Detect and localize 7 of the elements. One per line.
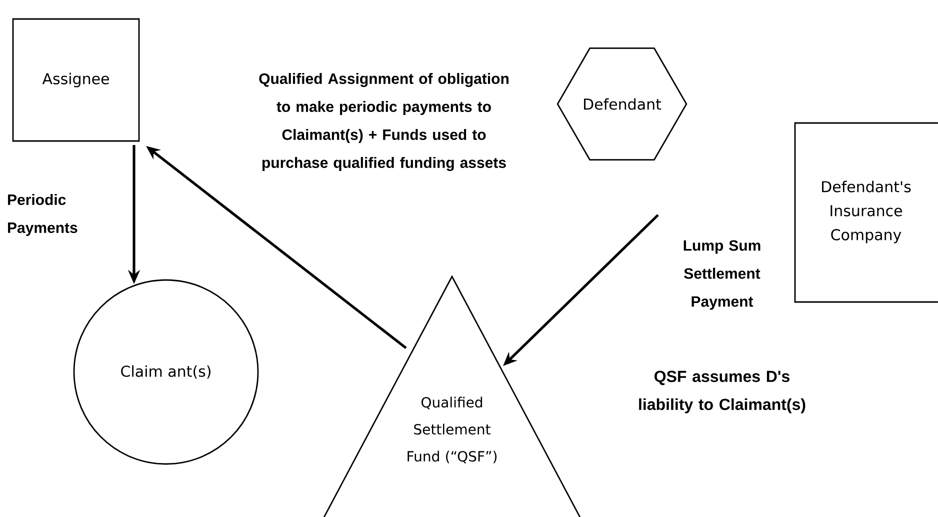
- note: QSF assumes D's liability to Claimant(s): [639, 370, 806, 414]
- hexagon: Defendant: [556, 48, 688, 160]
- edge-label: Periodic Payments: [8, 194, 78, 236]
- company-box: Defendant's Insurance Company: [794, 122, 938, 303]
- edge-label: Qualified Assignment of obligation to make periodic payments to Claimant(s) + Funds used to purchase qualified funding assets: [259, 72, 508, 172]
- edge-label: Lump Sum Settlement Payment: [684, 240, 760, 310]
- square-box: Assignee: [12, 18, 140, 142]
